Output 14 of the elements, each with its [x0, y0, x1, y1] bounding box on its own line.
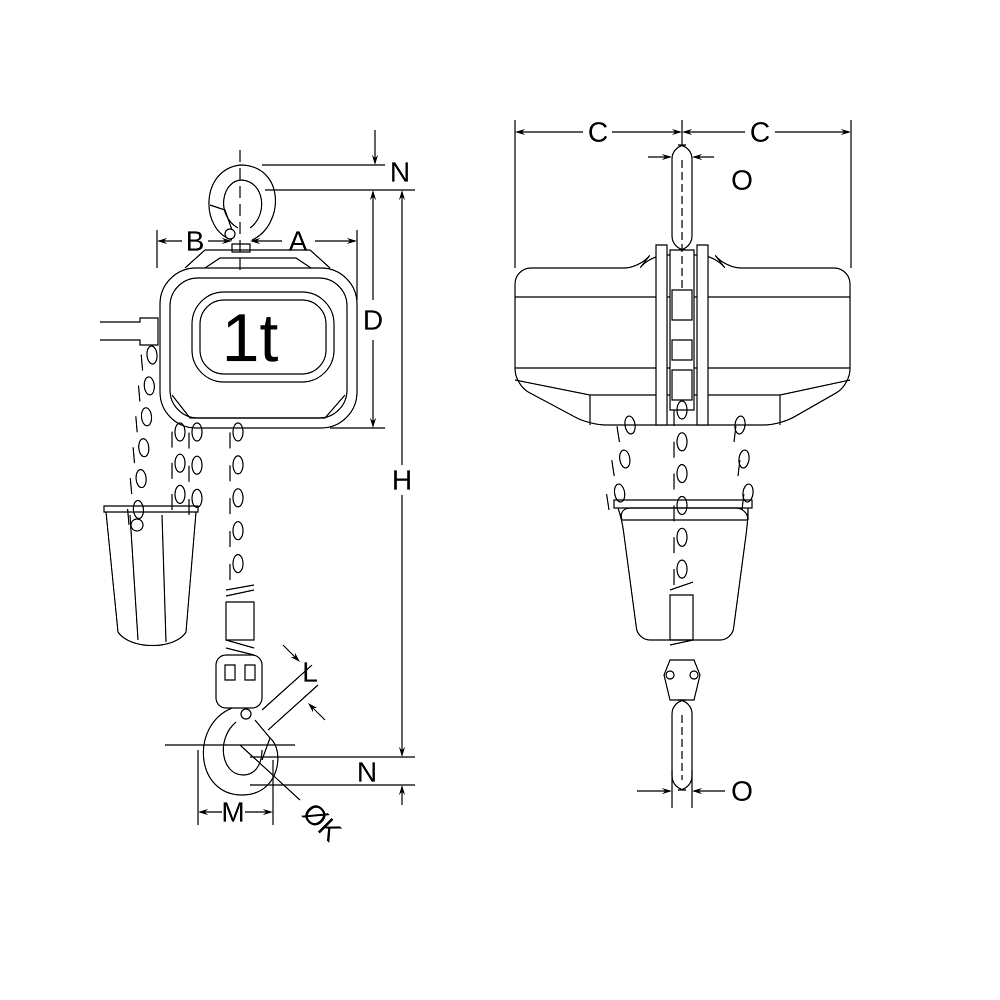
dimension-label: M	[224, 802, 242, 822]
dimension-label: A	[288, 231, 308, 251]
dimension-label: O	[732, 781, 752, 801]
dimension-label: C	[589, 122, 608, 142]
dimension-label: B	[188, 231, 203, 251]
dimension-label: ØK	[301, 805, 342, 843]
dimension-label: H	[394, 470, 410, 490]
dimension-label: O	[732, 170, 752, 190]
dimension-label: L	[304, 662, 317, 682]
dimension-label: N	[359, 762, 375, 782]
dimension-label: D	[365, 310, 382, 330]
dimension-label: C	[751, 122, 770, 142]
dimension-label: N	[392, 162, 408, 182]
capacity-label: 1t	[226, 314, 278, 362]
